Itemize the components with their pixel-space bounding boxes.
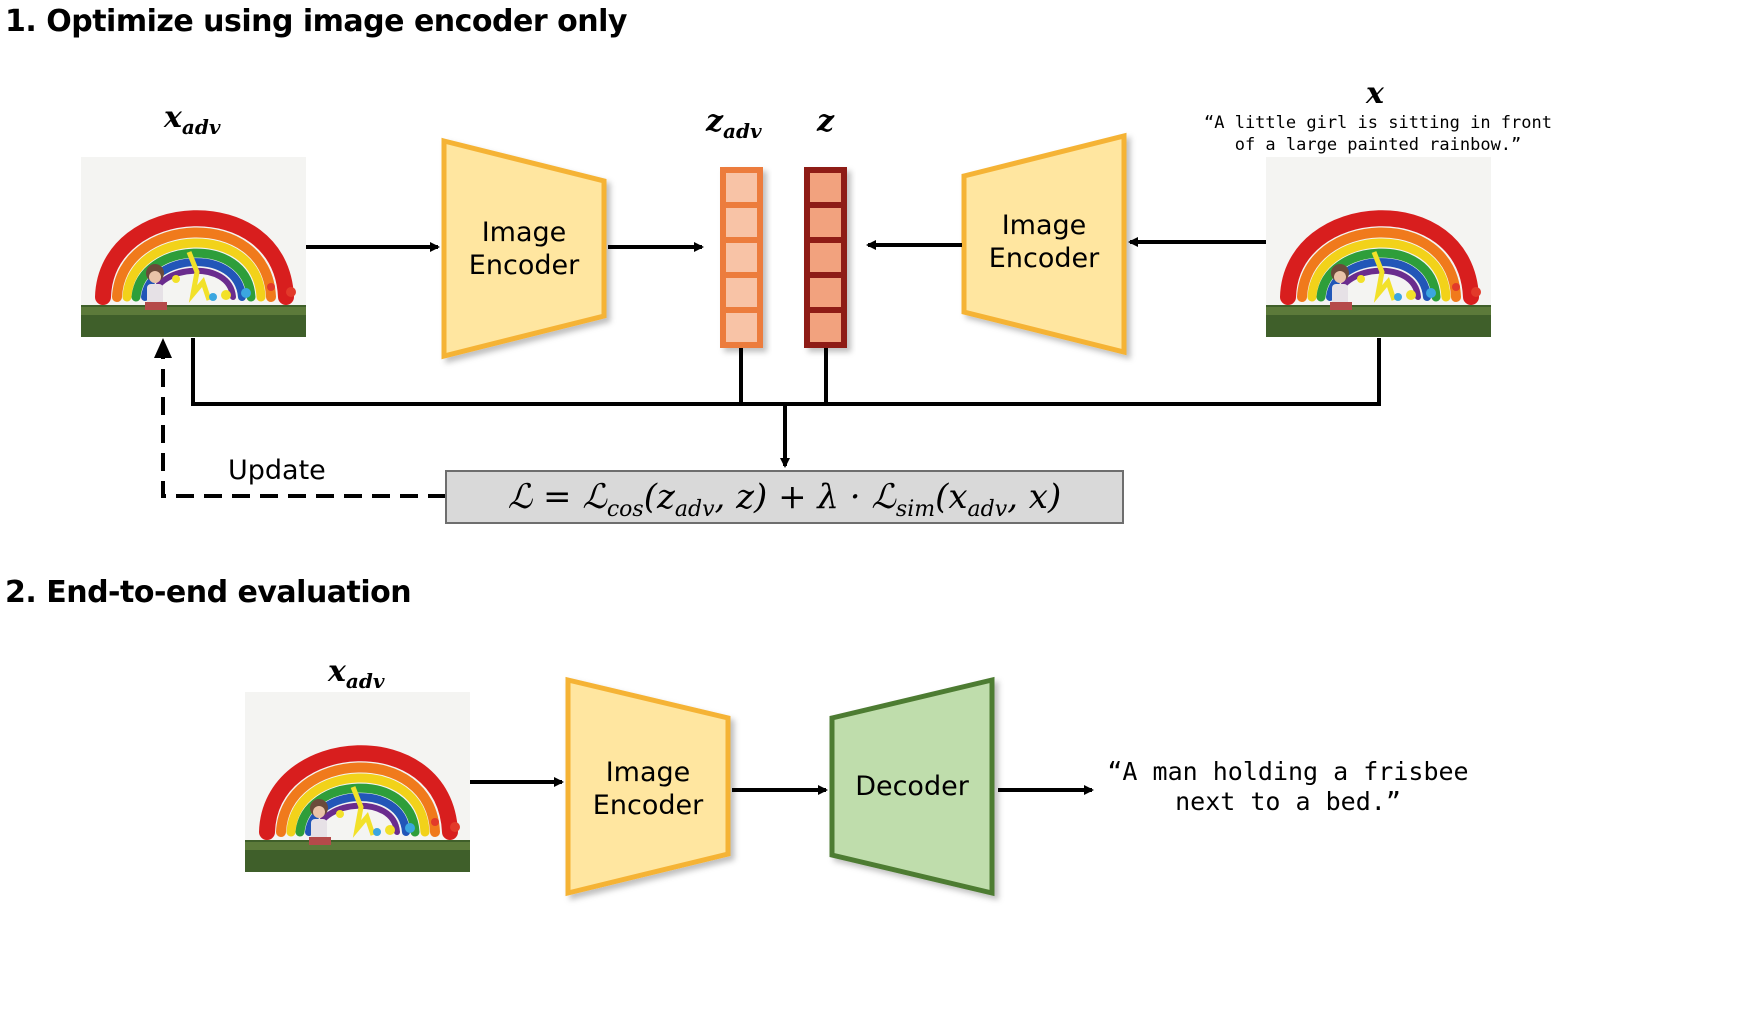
- x-adv-image: [81, 157, 306, 337]
- z-vector: [804, 167, 847, 348]
- encoder-left-line1: Image: [481, 217, 567, 248]
- loss-box: [445, 470, 1124, 524]
- flow-arrows-section1: [191, 237, 1381, 468]
- encoder-left-line2: Encoder: [468, 250, 580, 281]
- x-image: [1266, 157, 1491, 337]
- x-caption: “A little girl is sitting in front of a …: [1204, 113, 1552, 155]
- decoder-label: Decoder: [855, 771, 969, 802]
- update-label: Update: [228, 455, 326, 486]
- section2-title: 2. End-to-end evaluation: [5, 575, 412, 610]
- x-adv-label-eval: xadv: [328, 654, 385, 693]
- image-encoder-right: [961, 132, 1127, 356]
- output-caption: “A man holding a frisbee next to a bed.”: [1107, 757, 1469, 816]
- x-label: x: [1366, 76, 1384, 111]
- x-adv-label: xadv: [164, 100, 221, 139]
- z-adv-label: zadv: [706, 104, 762, 143]
- decoder: [829, 676, 995, 897]
- flow-arrows-section2: [470, 777, 1094, 795]
- encoder-eval-label: Image Encoder: [568, 756, 728, 822]
- update-arrow: [154, 338, 446, 498]
- encoder-eval-line2: Encoder: [592, 790, 704, 821]
- z-label: z: [817, 104, 835, 139]
- encoder-right-line2: Encoder: [988, 243, 1100, 274]
- z-adv-vector: [720, 167, 763, 348]
- image-encoder-left: [441, 137, 607, 360]
- encoder-left-label: Image Encoder: [444, 216, 604, 282]
- encoder-right-line1: Image: [1001, 210, 1087, 241]
- x-adv-image-eval: [245, 692, 470, 872]
- image-encoder-eval: [565, 676, 731, 897]
- loss-formula: ℒ = ℒcos(zadv, z) + λ · ℒsim(xadv, x): [507, 477, 1062, 522]
- encoder-right-label: Image Encoder: [964, 209, 1124, 275]
- encoder-eval-line1: Image: [605, 757, 691, 788]
- section1-title: 1. Optimize using image encoder only: [5, 4, 627, 39]
